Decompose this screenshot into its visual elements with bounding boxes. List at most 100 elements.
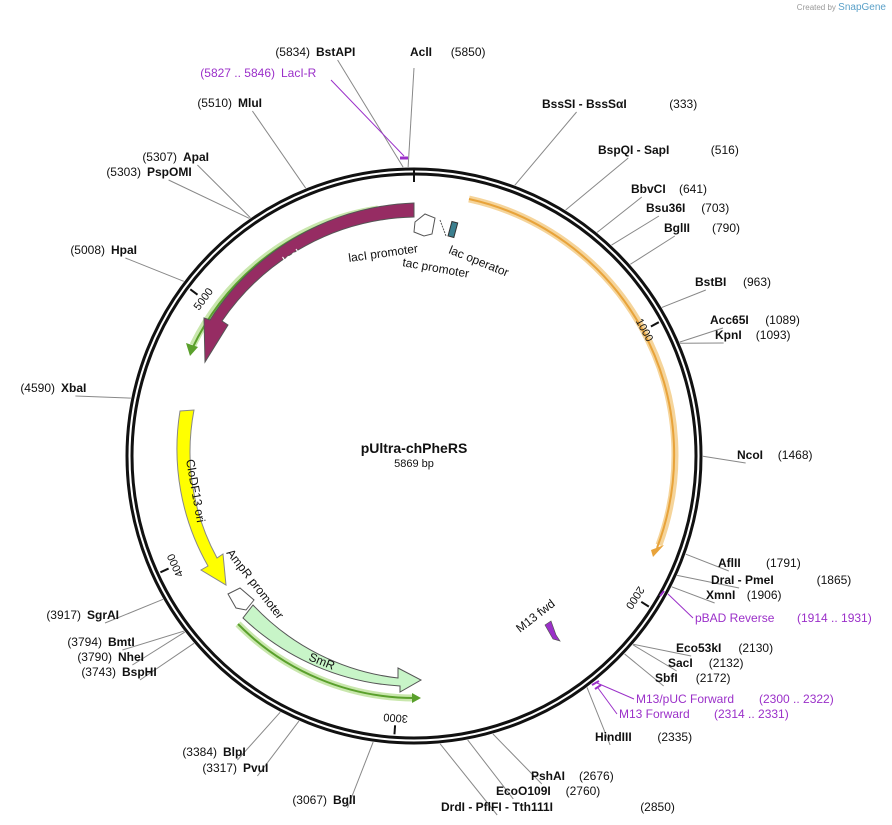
site-name: EcoO109I	[496, 784, 551, 798]
laci-gene-arrow	[203, 202, 415, 364]
primer-range: (2300 .. 2322)	[759, 692, 834, 706]
site-position: (5303)	[106, 165, 141, 179]
tick-label: 3000	[383, 711, 408, 725]
plasmid-name: pUltra-chPheRS	[361, 440, 468, 456]
site-leader-line	[702, 455, 746, 464]
site-leader-line	[596, 196, 643, 233]
site-leader-line	[632, 644, 677, 672]
site-leader-line	[251, 110, 307, 189]
site-position: (3384)	[182, 745, 217, 759]
site-position: (1906)	[747, 588, 782, 602]
tick-label: 4000	[165, 552, 186, 579]
site-name: ApaI	[183, 150, 209, 164]
site-name: BstBI	[695, 275, 726, 289]
primer-name: LacI-R	[281, 66, 317, 80]
watermark-prefix: Created by	[796, 3, 836, 12]
site-name: XmnI	[706, 588, 735, 602]
green-arc-top-left-arrowhead	[186, 343, 198, 356]
laci-promoter-arrow	[413, 213, 436, 237]
primer-name: M13/pUC Forward	[636, 692, 734, 706]
site-position: (333)	[669, 97, 697, 111]
site-position: (1791)	[766, 556, 801, 570]
site-leader-line	[237, 711, 281, 761]
orange-feature-arc	[468, 195, 679, 547]
site-leader-line	[132, 631, 186, 666]
primer-range: (2314 .. 2331)	[714, 707, 789, 721]
site-position: (1089)	[765, 313, 800, 327]
site-name: NheI	[118, 650, 144, 664]
site-position: (1468)	[778, 448, 813, 462]
pbad-reverse-primer-mark	[659, 590, 665, 597]
site-name: BbvCI	[631, 182, 666, 196]
site-name: PspOMI	[147, 165, 192, 179]
site-leader-line	[611, 215, 660, 246]
site-leader-line	[492, 733, 543, 785]
site-leader-line	[514, 111, 577, 186]
site-position: (3743)	[81, 665, 116, 679]
orange-arc-arrowhead	[651, 545, 664, 557]
site-leader-line	[685, 553, 729, 572]
site-leader-line	[677, 574, 740, 589]
site-position: (963)	[743, 275, 771, 289]
site-leader-line	[624, 653, 664, 687]
site-position: (3917)	[46, 608, 81, 622]
orange-feature-arc-core	[468, 198, 676, 549]
site-leader-line	[75, 395, 131, 399]
site-position: (1865)	[817, 573, 852, 587]
site-name: BglII	[664, 221, 690, 235]
site-leader-line	[671, 586, 715, 604]
site-position: (790)	[712, 221, 740, 235]
site-name: Eco53kI	[676, 641, 721, 655]
site-name: MluI	[238, 96, 262, 110]
site-position: (3790)	[77, 650, 112, 664]
site-name: HpaI	[111, 243, 137, 257]
site-name: BspQI - SapI	[598, 143, 669, 157]
site-position: (5510)	[197, 96, 232, 110]
primer-range: (5827 .. 5846)	[200, 66, 275, 80]
primer-name: M13 Forward	[619, 707, 690, 721]
site-name: SgrAI	[87, 608, 119, 622]
site-name: BlpI	[223, 745, 246, 759]
site-name: NcoI	[737, 448, 763, 462]
site-leader-line	[586, 687, 611, 746]
smr-gene-arrow	[242, 604, 423, 693]
site-leader-line	[679, 327, 724, 343]
tick-mark	[393, 725, 397, 735]
site-position: (2760)	[566, 784, 601, 798]
site-leader-line	[122, 630, 185, 651]
primer-leader-line	[330, 79, 405, 157]
primer-range: (1914 .. 1931)	[797, 611, 872, 625]
site-leader-line	[630, 235, 676, 265]
site-leader-line	[125, 257, 184, 282]
site-position: (4590)	[20, 381, 55, 395]
site-name: BspHI	[122, 665, 157, 679]
site-name: DraI - PmeI	[711, 573, 774, 587]
site-position: (2850)	[640, 800, 675, 814]
site-name: Acc65I	[710, 313, 749, 327]
site-name: AflII	[718, 556, 741, 570]
tac-promoter-marker	[439, 219, 447, 237]
site-leader-line	[407, 67, 415, 168]
clodf13-ori-arrow	[176, 409, 227, 586]
primer-leader-line	[667, 593, 694, 619]
site-leader-line	[197, 164, 251, 219]
lac-operator-box	[447, 220, 459, 239]
tick-label: 2000	[623, 584, 646, 611]
site-leader-line	[337, 59, 404, 168]
m13-forward-primer-mark	[594, 684, 602, 690]
site-name: BstAPI	[316, 45, 355, 59]
site-name: PshAI	[531, 769, 565, 783]
site-position: (5307)	[142, 150, 177, 164]
site-leader-line	[257, 720, 300, 777]
site-leader-line	[168, 179, 250, 219]
smr-label: SmR	[307, 650, 337, 673]
site-name: HindIII	[595, 730, 632, 744]
restriction-sites: AclI(5850)(5834)BstAPI(5510)MluI(5307)Ap…	[20, 45, 852, 816]
site-name: SbfI	[655, 671, 678, 685]
green-arc-bottom-core	[237, 623, 417, 700]
m13-fwd-arrow	[544, 620, 561, 642]
site-name: BssSI - BssSαI	[542, 97, 627, 111]
site-position: (2132)	[709, 656, 744, 670]
